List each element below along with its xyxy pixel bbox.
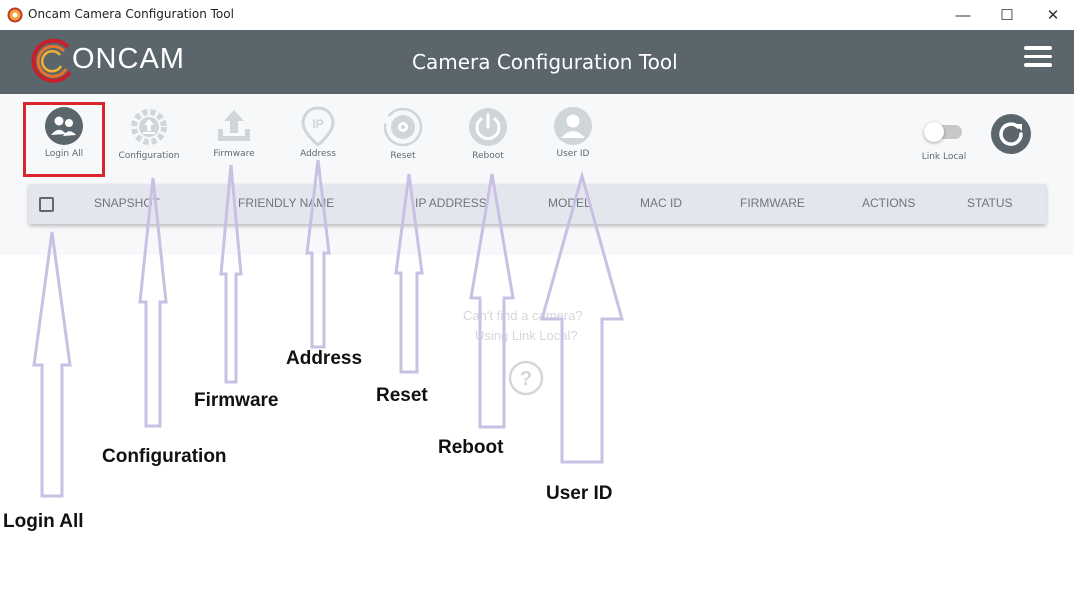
- column-status[interactable]: STATUS: [967, 196, 1013, 210]
- empty-state-line-2: Using Link Local?: [475, 328, 578, 343]
- reset-button[interactable]: Reset: [361, 106, 445, 166]
- users-icon: [45, 107, 83, 145]
- reboot-label: Reboot: [472, 151, 504, 161]
- login-all-highlight: [23, 102, 105, 177]
- annotation-reset: Reset: [376, 385, 428, 406]
- ip-location-pin-icon: IP: [301, 106, 335, 146]
- window-title: Oncam Camera Configuration Tool: [28, 7, 234, 21]
- oncam-logo-icon: [31, 38, 72, 83]
- link-local-toggle[interactable]: [924, 122, 962, 142]
- window-titlebar: Oncam Camera Configuration Tool — ☐ ✕: [0, 0, 1074, 30]
- user-id-label: User ID: [556, 149, 590, 159]
- logo-text: ONCAM: [72, 43, 185, 75]
- column-mac-id[interactable]: MAC ID: [640, 196, 682, 210]
- svg-text:IP: IP: [312, 117, 323, 131]
- toggle-knob: [924, 122, 944, 142]
- reset-label: Reset: [390, 151, 416, 161]
- select-all-checkbox[interactable]: [39, 197, 54, 212]
- camera-table-header: SNAPSHOT FRIENDLY NAME IP ADDRESS MODEL …: [29, 184, 1046, 224]
- header-title: Camera Configuration Tool: [412, 50, 678, 74]
- column-snapshot[interactable]: SNAPSHOT: [94, 196, 161, 210]
- minimize-button[interactable]: —: [955, 6, 971, 24]
- column-ip-address[interactable]: IP ADDRESS: [415, 196, 487, 210]
- login-all-label: Login All: [44, 149, 84, 159]
- annotation-user-id: User ID: [546, 483, 613, 504]
- app-header: ONCAM Camera Configuration Tool: [0, 30, 1074, 94]
- toolbar: Login All Configuration Firmware IP: [0, 94, 1074, 255]
- user-icon: [554, 107, 592, 145]
- address-button[interactable]: IP Address: [276, 106, 360, 166]
- close-button[interactable]: ✕: [1046, 7, 1060, 24]
- svg-text:?: ?: [520, 368, 532, 390]
- column-firmware[interactable]: FIRMWARE: [740, 196, 805, 210]
- refresh-icon[interactable]: [991, 114, 1031, 154]
- column-friendly-name[interactable]: FRIENDLY NAME: [238, 196, 335, 210]
- arrow-login-all: [32, 231, 72, 498]
- firmware-label: Firmware: [213, 149, 255, 159]
- help-icon[interactable]: ?: [508, 360, 544, 396]
- gear-upload-icon: [131, 109, 167, 145]
- annotation-firmware: Firmware: [194, 390, 279, 411]
- column-model[interactable]: MODEL: [548, 196, 591, 210]
- address-label: Address: [300, 149, 336, 159]
- oncam-app-icon: [7, 7, 23, 23]
- annotation-reboot: Reboot: [438, 437, 504, 458]
- annotation-address: Address: [286, 348, 363, 369]
- hamburger-menu-icon[interactable]: [1024, 46, 1052, 68]
- empty-state-line-1: Can't find a camera?: [463, 308, 583, 323]
- column-actions[interactable]: ACTIONS: [862, 196, 916, 210]
- annotation-login-all: Login All: [3, 511, 84, 532]
- user-id-button[interactable]: User ID: [531, 106, 615, 166]
- upload-icon: [218, 110, 250, 141]
- configuration-button[interactable]: Configuration: [107, 106, 191, 166]
- login-all-button[interactable]: Login All: [22, 106, 106, 166]
- configuration-label: Configuration: [118, 151, 180, 161]
- firmware-button[interactable]: Firmware: [192, 106, 276, 166]
- reset-icon: [383, 107, 423, 147]
- power-icon: [469, 108, 507, 146]
- annotation-configuration: Configuration: [102, 446, 227, 467]
- maximize-button[interactable]: ☐: [1000, 7, 1014, 24]
- reboot-button[interactable]: Reboot: [446, 106, 530, 166]
- link-local-label: Link Local: [921, 152, 967, 162]
